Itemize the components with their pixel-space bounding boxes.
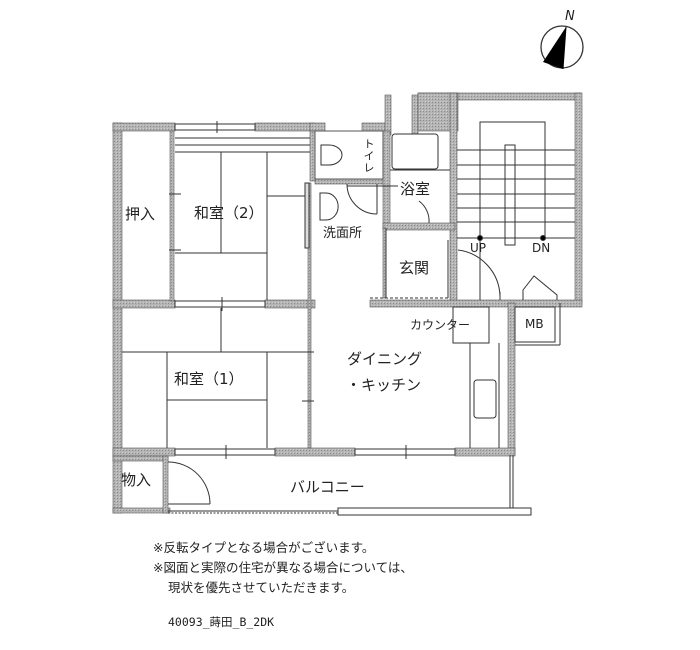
fixtures — [122, 121, 575, 516]
room-label-oshiire: 押入 — [125, 205, 156, 223]
room-label-entrance: 玄関 — [399, 259, 430, 277]
stairs-down-label: DN — [532, 241, 551, 255]
room-label-dining-kitchen-1: ダイニング — [347, 350, 423, 368]
room-label-monoire: 物入 — [121, 471, 152, 489]
stairs-up-label: UP — [470, 241, 487, 255]
room-label-washitsu-2: 和室（2） — [194, 204, 264, 222]
room-label-toilet: トイレ — [362, 138, 375, 174]
note-difference: ※図面と実際の住宅が異なる場合については、 — [153, 560, 413, 575]
room-label-washitsu-1: 和室（1） — [174, 370, 244, 388]
room-label-washroom: 洗面所 — [323, 226, 363, 241]
room-label-meter-box: MB — [525, 317, 544, 331]
room-label-balcony: バルコニー — [290, 478, 365, 496]
room-label-counter: カウンター — [410, 318, 471, 332]
room-label-bathroom: 浴室 — [400, 180, 431, 198]
note-priority: 現状を優先させていただきます。 — [168, 580, 355, 595]
north-arrow-icon — [540, 25, 584, 70]
plan-code: 40093_蒔田_B_2DK — [168, 615, 275, 629]
compass-north-label: N — [565, 9, 575, 24]
note-reversal: ※反転タイプとなる場合がございます。 — [153, 540, 375, 555]
room-label-dining-kitchen-2: ・キッチン — [346, 376, 422, 394]
